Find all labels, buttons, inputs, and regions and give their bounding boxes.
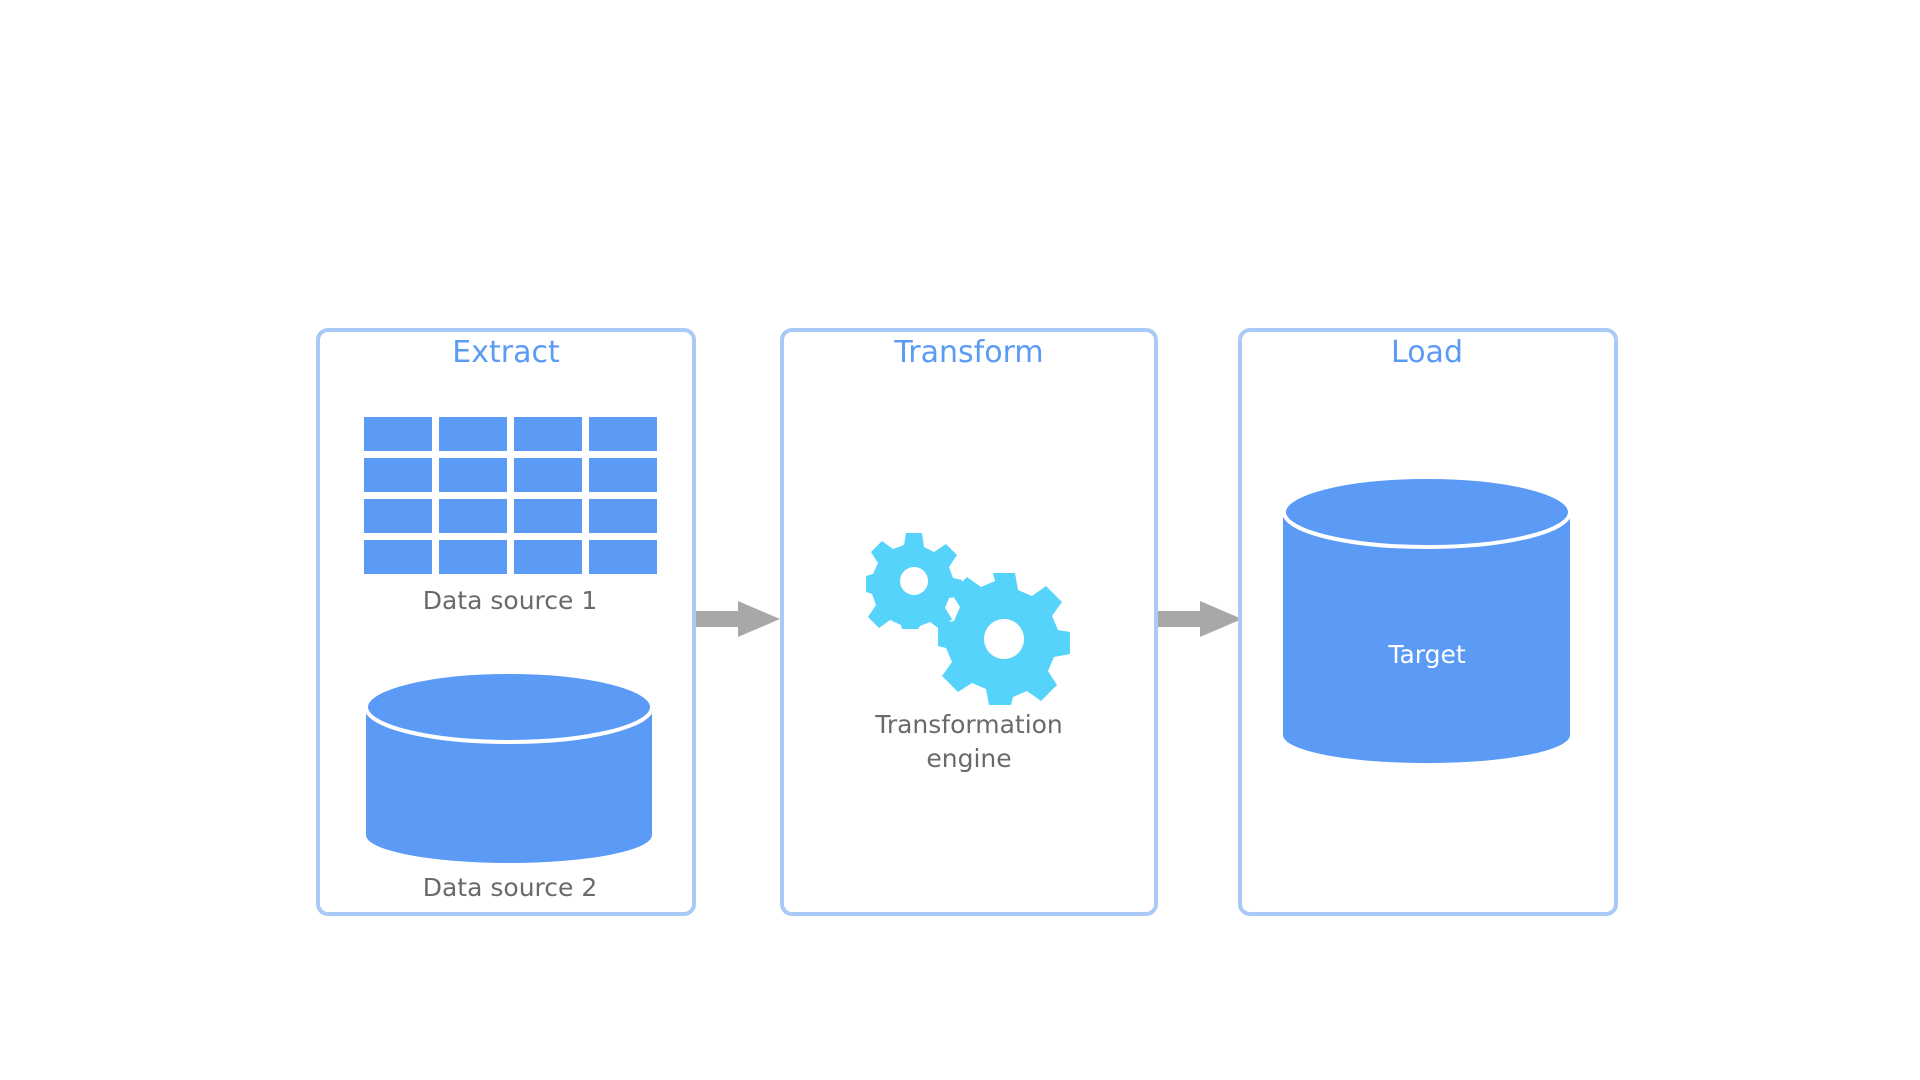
data-source-1-label: Data source 1: [423, 586, 598, 615]
large-gear-icon: [938, 573, 1070, 705]
load-title: Load: [1391, 335, 1463, 370]
target-label: Target: [1387, 640, 1466, 669]
arrow-extract-to-transform: [696, 601, 780, 637]
small-gear-icon: [866, 533, 962, 630]
data-source-2-label: Data source 2: [423, 873, 598, 902]
arrow-transform-to-load: [1158, 601, 1242, 637]
target-database-icon: [1282, 475, 1572, 764]
load-panel: Load Target: [1238, 328, 1618, 916]
data-source-2-database-icon: [364, 670, 654, 863]
data-source-1-table-icon: [364, 417, 657, 574]
transformation-engine-label-line2: engine: [926, 744, 1011, 773]
transform-title: Transform: [893, 335, 1043, 370]
transform-panel: Transform Transformation engine: [780, 328, 1158, 916]
extract-title: Extract: [452, 335, 560, 370]
extract-panel: Extract Data source 1 Data source: [316, 328, 696, 916]
transformation-engine-label-line1: Transformation: [874, 710, 1063, 739]
